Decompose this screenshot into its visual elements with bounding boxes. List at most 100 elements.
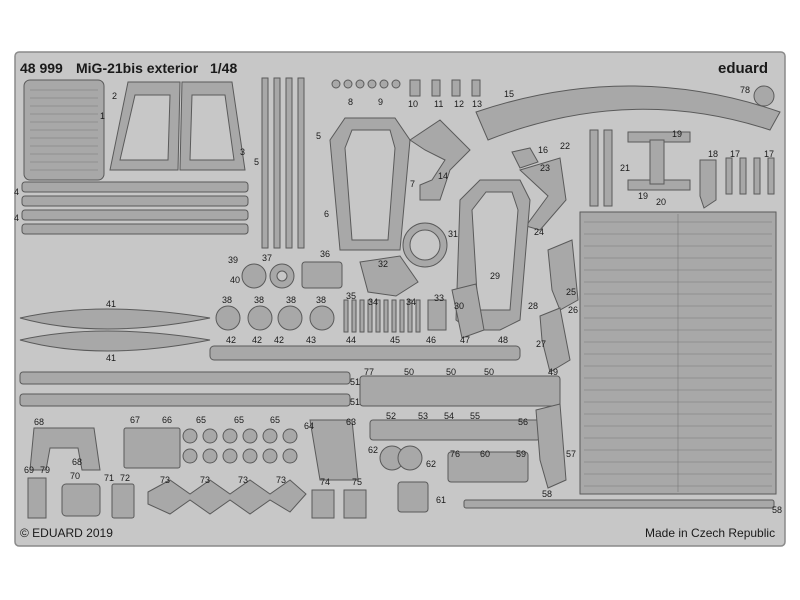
part-number: 74 [320,477,331,487]
part-number: 45 [390,335,401,345]
part-number: 69 [24,465,35,475]
part-number: 73 [276,475,287,485]
part-number: 10 [408,99,419,109]
part-number: 68 [34,417,45,427]
part-number: 5 [316,131,322,141]
part-number: 7 [410,179,416,189]
part-number: 32 [378,259,389,269]
part-number: 68 [72,457,83,467]
part-number: 4 [14,213,20,223]
part-number: 38 [222,295,233,305]
part-number: 66 [162,415,173,425]
part-number: 30 [454,301,465,311]
part-number: 58 [772,505,783,515]
part-number: 46 [426,335,437,345]
part-number: 49 [548,367,559,377]
part-number: 50 [484,367,495,377]
part-number: 47 [460,335,471,345]
part-number: 73 [238,475,249,485]
part-number: 6 [324,209,330,219]
part-number: 20 [656,197,667,207]
part-number: 61 [436,495,447,505]
part-number: 77 [364,367,375,377]
part-number: 70 [70,471,81,481]
part-number: 17 [730,149,741,159]
catalog-number: 48 999 [20,60,63,76]
part-number: 35 [346,291,357,301]
part-number: 64 [304,421,315,431]
part-number: 65 [234,415,245,425]
part-number: 51 [350,377,361,387]
part-number: 44 [346,335,357,345]
part-number: 29 [490,271,501,281]
part-number: 34 [406,297,417,307]
part-number: 50 [446,367,457,377]
part-number: 62 [426,459,437,469]
part-number: 34 [368,297,379,307]
part-number: 3 [240,147,246,157]
part-number: 25 [566,287,577,297]
part-number: 12 [454,99,465,109]
brand-logo: eduard [718,60,769,77]
part-number: 2 [112,91,118,101]
part-number: 16 [538,145,549,155]
part-number: 8 [348,97,354,107]
part-number: 41 [106,299,117,309]
part-number: 1 [100,111,106,121]
part-number: 19 [638,191,649,201]
part-number: 37 [262,253,273,263]
part-number: 62 [368,445,379,455]
part-number: 63 [346,417,357,427]
part-number: 31 [448,229,459,239]
part-number: 79 [40,465,51,475]
part-number: 38 [316,295,327,305]
part-number: 78 [740,85,751,95]
part-number: 27 [536,339,547,349]
part-number: 17 [764,149,775,159]
part-number: 14 [438,171,449,181]
part-number: 36 [320,249,331,259]
part-number: 41 [106,353,117,363]
part-number: 24 [534,227,545,237]
part-number: 52 [386,411,397,421]
part-number: 56 [518,417,529,427]
part-number: 42 [252,335,263,345]
part-number: 48 [498,335,509,345]
copyright-label: © EDUARD 2019 [20,526,113,540]
part-number: 50 [404,367,415,377]
origin-label: Made in Czech Republic [645,526,776,540]
part-number: 15 [504,89,515,99]
part-number: 26 [568,305,579,315]
part-number: 33 [434,293,445,303]
part-number: 43 [306,335,317,345]
part-number: 73 [160,475,171,485]
part-number: 13 [472,99,483,109]
part-number: 55 [470,411,481,421]
scale-label: 1/48 [210,60,238,76]
part-number: 38 [286,295,297,305]
part-number: 60 [480,449,491,459]
part-number: 67 [130,415,141,425]
part-number: 40 [230,275,241,285]
part-number: 72 [120,473,131,483]
part-number: 9 [378,97,384,107]
part-number: 75 [352,477,363,487]
part-number: 76 [450,449,461,459]
part-number: 21 [620,163,631,173]
part-number: 11 [434,99,444,109]
part-number: 58 [542,489,553,499]
part-number: 59 [516,449,527,459]
part-number: 54 [444,411,455,421]
part-number: 65 [196,415,207,425]
part-number: 18 [708,149,719,159]
part-number: 19 [672,129,683,139]
part-number: 22 [560,141,571,151]
part-number: 53 [418,411,429,421]
part-number: 57 [566,449,577,459]
part-number: 65 [270,415,281,425]
part-number: 5 [254,157,260,167]
part-number: 71 [104,473,115,483]
part-number: 39 [228,255,239,265]
part-number: 4 [14,187,20,197]
